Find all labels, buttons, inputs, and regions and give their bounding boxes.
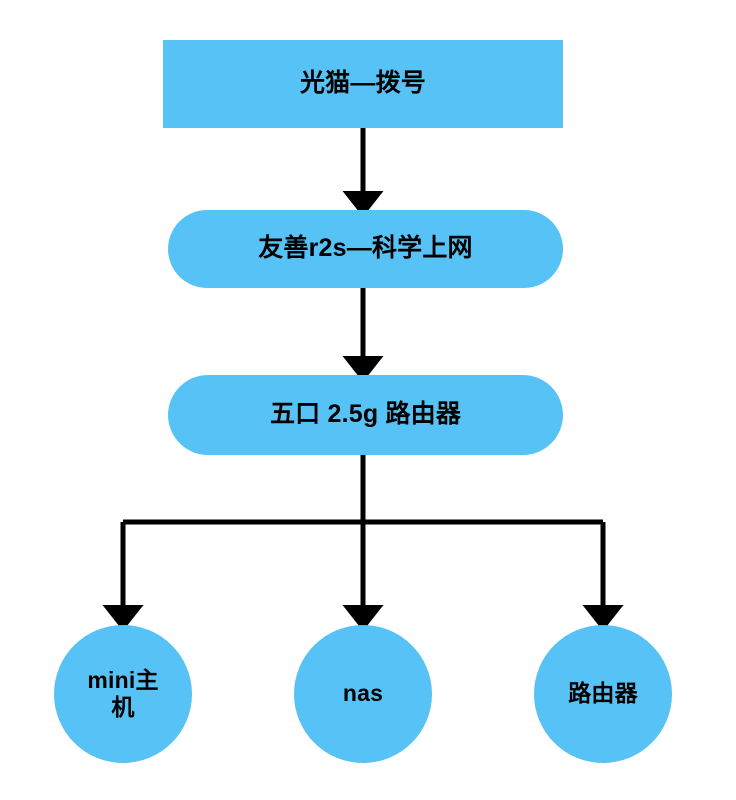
node-router-label: 路由器 [568,680,638,707]
node-modem[interactable]: 光猫—拨号 [163,40,563,128]
node-r2s[interactable]: 友善r2s—科学上网 [168,210,563,288]
node-switch[interactable]: 五口 2.5g 路由器 [168,375,563,455]
node-mini-pc[interactable]: mini主 机 [54,625,192,763]
node-mini-pc-label: mini主 机 [87,666,159,720]
node-router[interactable]: 路由器 [534,625,672,763]
node-r2s-label: 友善r2s—科学上网 [258,234,473,263]
node-modem-label: 光猫—拨号 [299,69,426,98]
node-nas[interactable]: nas [294,625,432,763]
node-switch-label: 五口 2.5g 路由器 [269,400,462,429]
node-nas-label: nas [342,680,384,707]
